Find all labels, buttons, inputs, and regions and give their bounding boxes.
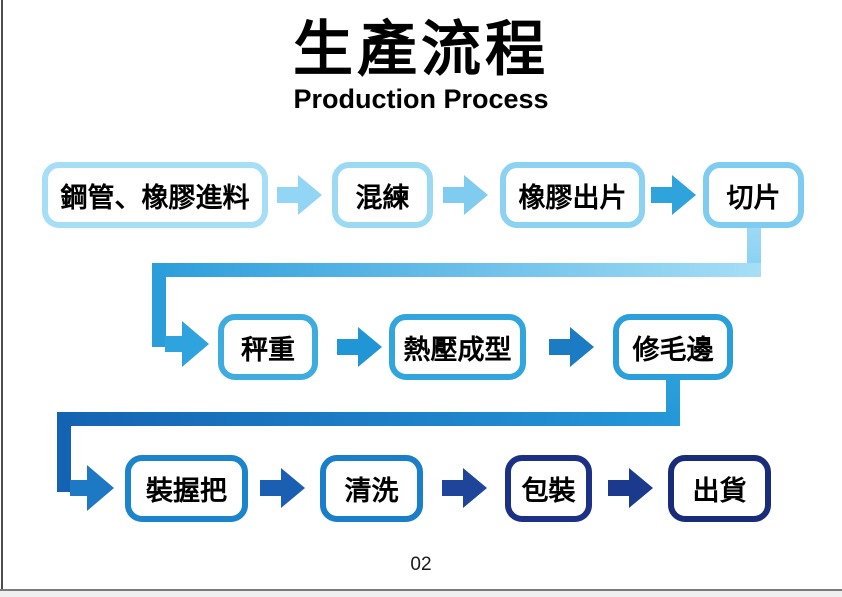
arrow-stem — [165, 336, 182, 352]
arrow-head — [672, 175, 696, 215]
arrow-stem — [608, 480, 629, 496]
arrow-head — [358, 327, 382, 367]
flow-node-rubber-sheeting: 橡膠出片 — [500, 162, 645, 228]
arrow-head — [87, 465, 114, 511]
flow-node-label: 切片 — [726, 182, 781, 213]
page-number: 02 — [410, 554, 432, 575]
arrow-right-icon — [260, 468, 305, 508]
arrow-right-icon — [70, 465, 114, 511]
flow-node-label: 裝握把 — [146, 476, 227, 506]
flow-node-label: 混練 — [355, 182, 410, 213]
flow-node-label: 包裝 — [521, 476, 576, 506]
slide-bottom-border — [0, 589, 842, 591]
arrow-right-icon — [443, 175, 488, 215]
flow-node-slicing: 切片 — [703, 162, 804, 228]
slide-header: 生產流程 Production Process — [0, 16, 842, 115]
arrow-right-icon — [337, 327, 382, 367]
arrow-head — [464, 175, 488, 215]
arrow-head — [298, 175, 322, 215]
connector-trimflash-horizontal-segment — [57, 412, 680, 426]
flow-node-packaging: 包裝 — [505, 455, 592, 522]
arrow-head — [570, 327, 594, 367]
flow-node-cleaning: 清洗 — [320, 455, 423, 522]
arrow-stem — [442, 480, 463, 496]
arrow-stem — [70, 480, 87, 496]
connector-trimflash-left-down-segment — [57, 420, 71, 492]
arrow-stem — [549, 339, 570, 355]
arrow-stem — [337, 339, 358, 355]
arrow-head — [182, 321, 209, 367]
page-subtitle: Production Process — [293, 84, 549, 115]
flow-node-shipping: 出貨 — [668, 455, 771, 522]
flow-node-grip-assembly: 裝握把 — [125, 455, 248, 522]
arrow-right-icon — [165, 321, 209, 367]
flow-node-weighing: 秤重 — [218, 314, 318, 380]
arrow-head — [463, 468, 487, 508]
flow-node-label: 修毛邊 — [632, 334, 714, 365]
flow-node-label: 橡膠出片 — [518, 182, 627, 213]
arrow-right-icon — [651, 175, 696, 215]
flow-node-label: 鋼管、橡膠進料 — [60, 182, 250, 213]
arrow-right-icon — [277, 175, 322, 215]
arrow-right-icon — [549, 327, 594, 367]
connector-slicing-horizontal-segment — [152, 263, 761, 277]
flow-node-steel-pipe-rubber-feed: 鋼管、橡膠進料 — [42, 162, 268, 228]
flow-node-label: 秤重 — [241, 334, 295, 365]
flow-node-hot-press-molding: 熱壓成型 — [389, 314, 526, 380]
flow-node-label: 熱壓成型 — [403, 334, 512, 365]
flow-node-label: 清洗 — [344, 476, 399, 506]
arrow-head — [629, 468, 653, 508]
slide-bottom-strip — [0, 591, 842, 597]
page-title: 生產流程 — [293, 16, 549, 83]
arrow-stem — [260, 480, 281, 496]
flow-node-trim-flash: 修毛邊 — [613, 314, 733, 380]
arrow-stem — [651, 187, 672, 203]
arrow-head — [281, 468, 305, 508]
arrow-right-icon — [442, 468, 487, 508]
arrow-right-icon — [608, 468, 653, 508]
connector-slicing-left-down-segment — [152, 271, 166, 347]
arrow-stem — [277, 187, 298, 203]
flow-node-label: 出貨 — [692, 476, 747, 506]
arrow-stem — [443, 187, 464, 203]
flow-node-mixing: 混練 — [332, 162, 433, 228]
slide-left-border — [1, 0, 3, 597]
